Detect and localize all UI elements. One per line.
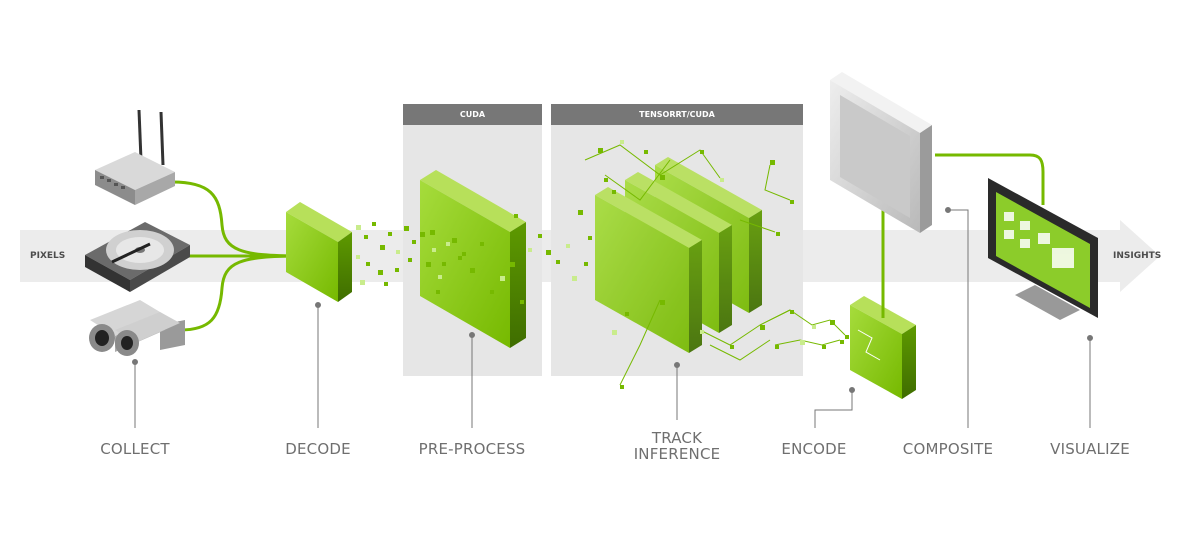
particle <box>380 245 385 250</box>
particle <box>546 250 551 255</box>
particle <box>604 178 608 182</box>
stage-encode: ENCODE <box>781 440 847 458</box>
particle <box>612 330 617 335</box>
stage-track-inference: TRACK INFERENCE <box>633 429 721 463</box>
particle <box>462 252 466 256</box>
particle <box>432 248 436 252</box>
data-particles <box>356 140 849 389</box>
particle <box>378 270 383 275</box>
particle <box>514 214 518 218</box>
particle <box>775 345 779 349</box>
particle <box>384 282 388 286</box>
particle <box>770 160 775 165</box>
particle <box>356 225 361 230</box>
particle <box>360 280 365 285</box>
particle <box>588 236 592 240</box>
particle <box>404 226 409 231</box>
particle <box>372 222 376 226</box>
particle <box>510 262 515 267</box>
particle <box>430 230 435 235</box>
particle <box>446 242 450 246</box>
inference-boxes <box>595 157 762 353</box>
pixels-label: PIXELS <box>30 251 66 261</box>
router-icon <box>95 109 175 205</box>
particle <box>720 178 724 182</box>
stage-decode: DECODE <box>285 440 351 458</box>
particle <box>500 276 505 281</box>
particle <box>556 260 560 264</box>
server-connectors <box>881 153 1045 318</box>
stage-collect: COLLECT <box>100 440 170 458</box>
stage-preprocess: PRE-PROCESS <box>418 440 526 458</box>
particle <box>644 150 648 154</box>
particle <box>388 232 392 236</box>
particle <box>395 268 399 272</box>
particle <box>412 240 416 244</box>
leader-lines <box>132 207 1093 428</box>
particle <box>458 256 462 260</box>
particle <box>660 300 665 305</box>
particle <box>520 300 524 304</box>
particle <box>528 248 532 252</box>
particle <box>584 262 588 266</box>
particle <box>480 242 484 246</box>
particle <box>408 258 412 262</box>
particle <box>438 275 442 279</box>
particle <box>625 312 629 316</box>
encode-box <box>850 296 916 399</box>
particle <box>612 190 616 194</box>
particle <box>364 235 368 239</box>
particle <box>566 244 570 248</box>
particle <box>620 385 624 389</box>
particle <box>366 262 370 266</box>
particle <box>452 238 457 243</box>
stage-composite: COMPOSITE <box>902 440 994 458</box>
particle <box>660 175 665 180</box>
particle <box>790 310 794 314</box>
particle <box>538 234 542 238</box>
particle <box>700 330 704 334</box>
insights-label: INSIGHTS <box>1113 251 1162 261</box>
particle <box>830 320 835 325</box>
particle <box>436 290 440 294</box>
particle <box>598 148 603 153</box>
cuda-header: CUDA <box>459 110 486 119</box>
particle <box>845 335 849 339</box>
particle <box>760 325 765 330</box>
decode-box <box>286 202 352 302</box>
particle <box>700 150 704 154</box>
tensorrt-panel-header <box>551 104 803 125</box>
tensorrt-header: TENSORRT/CUDA <box>639 110 715 119</box>
cuda-panel-header <box>403 104 542 125</box>
preprocess-box <box>420 170 526 348</box>
particle <box>490 290 494 294</box>
particle <box>470 268 475 273</box>
particle <box>730 345 734 349</box>
server-icon <box>830 72 932 233</box>
particle <box>790 200 794 204</box>
particle <box>776 232 780 236</box>
particle <box>356 255 360 259</box>
particle <box>620 140 624 144</box>
hard-drive-icon <box>85 222 190 292</box>
particle <box>420 232 425 237</box>
source-connectors <box>171 180 301 332</box>
security-camera-icon <box>89 300 185 356</box>
particle <box>822 345 826 349</box>
particle <box>812 325 816 329</box>
particle <box>396 250 400 254</box>
particle <box>800 340 805 345</box>
particle <box>442 262 446 266</box>
particle <box>426 262 431 267</box>
stage-visualize: VISUALIZE <box>1050 440 1130 458</box>
particle <box>572 276 577 281</box>
particle <box>840 340 844 344</box>
particle <box>578 210 583 215</box>
monitor-icon <box>988 178 1098 320</box>
